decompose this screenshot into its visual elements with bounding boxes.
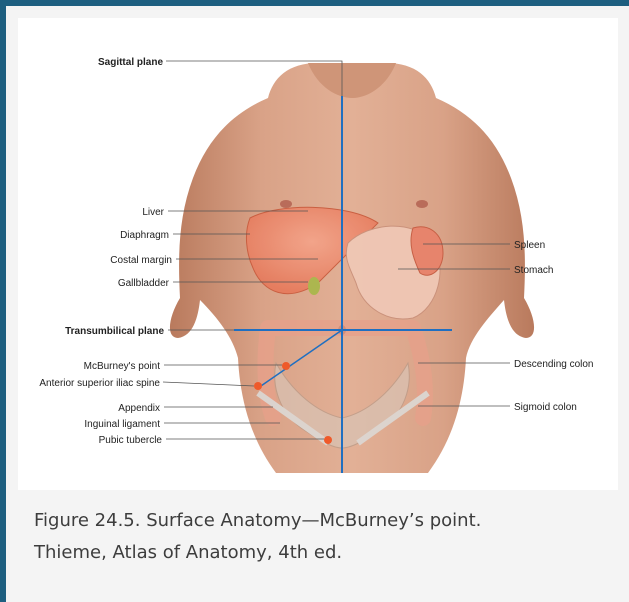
left-nipple (280, 200, 292, 208)
anatomy-illustration: Sagittal plane Liver Diaphragm Costal ma… (18, 18, 618, 490)
mcburneys-point-marker (282, 362, 290, 370)
asis-marker (254, 382, 262, 390)
label-stomach: Stomach (514, 265, 553, 276)
label-sagittal-plane: Sagittal plane (98, 57, 163, 68)
right-nipple (416, 200, 428, 208)
label-gallbladder: Gallbladder (118, 278, 170, 289)
anatomy-figure: Sagittal plane Liver Diaphragm Costal ma… (18, 18, 618, 490)
label-appendix: Appendix (118, 403, 160, 414)
caption-line-2: Thieme, Atlas of Anatomy, 4th ed. (34, 537, 614, 569)
pubic-tubercle-marker (324, 436, 332, 444)
figure-caption: Figure 24.5. Surface Anatomy—McBurney’s … (34, 505, 614, 569)
label-liver: Liver (142, 207, 164, 218)
label-spleen: Spleen (514, 240, 545, 251)
caption-line-1: Figure 24.5. Surface Anatomy—McBurney’s … (34, 505, 614, 537)
left-frame-bar (0, 0, 6, 602)
label-mcburneys-point: McBurney's point (84, 361, 161, 372)
gallbladder-shape (308, 277, 320, 295)
label-descending-colon: Descending colon (514, 359, 594, 370)
label-transumbilical-plane: Transumbilical plane (65, 326, 164, 337)
top-frame-bar (0, 0, 629, 6)
label-asis: Anterior superior iliac spine (39, 378, 160, 389)
label-inguinal-ligament: Inguinal ligament (84, 419, 160, 430)
label-pubic-tubercle: Pubic tubercle (99, 435, 163, 446)
label-diaphragm: Diaphragm (120, 230, 169, 241)
label-costal-margin: Costal margin (110, 255, 172, 266)
label-sigmoid-colon: Sigmoid colon (514, 402, 577, 413)
